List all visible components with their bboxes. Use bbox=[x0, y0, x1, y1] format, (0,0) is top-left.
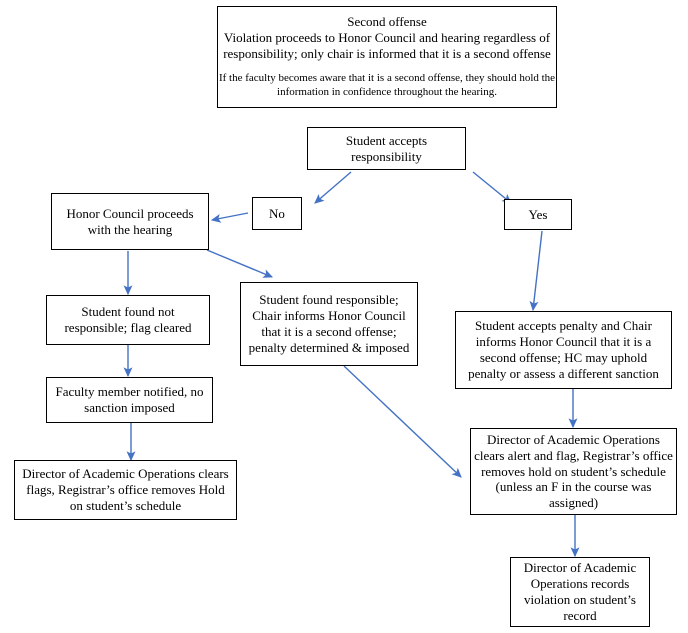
yes-branch-label: Yes bbox=[528, 206, 548, 222]
accepts-penalty-line3: second offense; HC may uphold bbox=[479, 350, 648, 365]
director-clears-flags-line2: flags, Registrar’s office removes Hold bbox=[26, 482, 225, 498]
node-yes-branch: Yes bbox=[504, 199, 572, 230]
accepts-penalty-line2: informs Honor Council that it is a bbox=[475, 334, 652, 350]
node-director-records-violation: Director of Academic Operations records … bbox=[510, 557, 650, 627]
faculty-notified-line1: Faculty member notified, no bbox=[55, 384, 204, 400]
director-records-line4: record bbox=[563, 607, 597, 623]
arrow-yes-to-accepts-penalty bbox=[529, 230, 543, 312]
found-responsible-line4: penalty determined & imposed bbox=[248, 339, 410, 355]
arrow-accepts-to-no bbox=[314, 171, 352, 204]
honor-council-line1: Honor Council proceeds bbox=[66, 205, 194, 221]
node-student-accepts-responsibility: Student accepts responsibility bbox=[307, 127, 466, 170]
director-clears-alert-line1: Director of Academic Operations bbox=[487, 431, 660, 447]
node-student-accepts-penalty: Student accepts penalty and Chair inform… bbox=[455, 311, 672, 389]
director-clears-alert-line3: removes hold on student’s schedule bbox=[481, 463, 666, 479]
node-student-found-not-responsible: Student found not responsible; flag clea… bbox=[46, 295, 210, 345]
not-responsible-line1: Student found not bbox=[81, 304, 175, 320]
faculty-notified-line2: sanction imposed bbox=[84, 400, 175, 415]
second-offense-note2: information in confidence throughout the… bbox=[277, 85, 497, 98]
director-clears-flags-line1: Director of Academic Operations clears bbox=[22, 466, 229, 482]
not-responsible-line2: responsible; flag cleared bbox=[64, 320, 192, 335]
node-student-found-responsible: Student found responsible; Chair informs… bbox=[240, 282, 418, 366]
node-director-clears-flags: Director of Academic Operations clears f… bbox=[14, 460, 237, 520]
student-accepts-line1: Student accepts bbox=[345, 132, 428, 148]
node-director-clears-alert: Director of Academic Operations clears a… bbox=[470, 428, 677, 515]
node-honor-council-proceeds: Honor Council proceeds with the hearing bbox=[51, 193, 209, 250]
director-records-line2: Operations records bbox=[530, 576, 630, 592]
second-offense-note1: If the faculty becomes aware that it is … bbox=[218, 72, 556, 85]
second-offense-line1: Violation proceeds to Honor Council and … bbox=[223, 30, 551, 46]
arrow-no-to-honor-council bbox=[210, 212, 249, 223]
director-records-line1: Director of Academic bbox=[523, 560, 637, 576]
second-offense-heading: Second offense bbox=[347, 14, 427, 30]
no-branch-label: No bbox=[269, 205, 285, 221]
node-second-offense: Second offense Violation proceeds to Hon… bbox=[217, 6, 557, 108]
arrow-honor-council-to-found-responsible bbox=[206, 249, 274, 278]
director-clears-alert-line4: (unless an F in the course was bbox=[495, 479, 652, 495]
director-clears-alert-line2: clears alert and flag, Registrar’s offic… bbox=[474, 447, 673, 463]
found-responsible-line3: that it is a second offense; bbox=[261, 324, 397, 339]
accepts-penalty-line1: Student accepts penalty and Chair bbox=[475, 318, 652, 334]
student-accepts-line2: responsibility bbox=[351, 148, 422, 164]
node-no-branch: No bbox=[252, 197, 302, 230]
director-clears-flags-line3: on student’s schedule bbox=[69, 497, 182, 513]
director-records-line3: violation on student’s bbox=[524, 592, 636, 607]
arrow-found-responsible-to-director-clears-alert bbox=[343, 365, 462, 478]
director-clears-alert-line5: assigned) bbox=[548, 495, 599, 511]
accepts-penalty-line4: penalty or assess a different sanction bbox=[468, 365, 659, 381]
honor-council-line2: with the hearing bbox=[87, 221, 173, 237]
second-offense-line2: responsibility; only chair is informed t… bbox=[223, 46, 551, 62]
node-faculty-member-notified: Faculty member notified, no sanction imp… bbox=[46, 377, 213, 423]
found-responsible-line2: Chair informs Honor Council bbox=[252, 308, 406, 324]
found-responsible-line1: Student found responsible; bbox=[259, 292, 399, 308]
